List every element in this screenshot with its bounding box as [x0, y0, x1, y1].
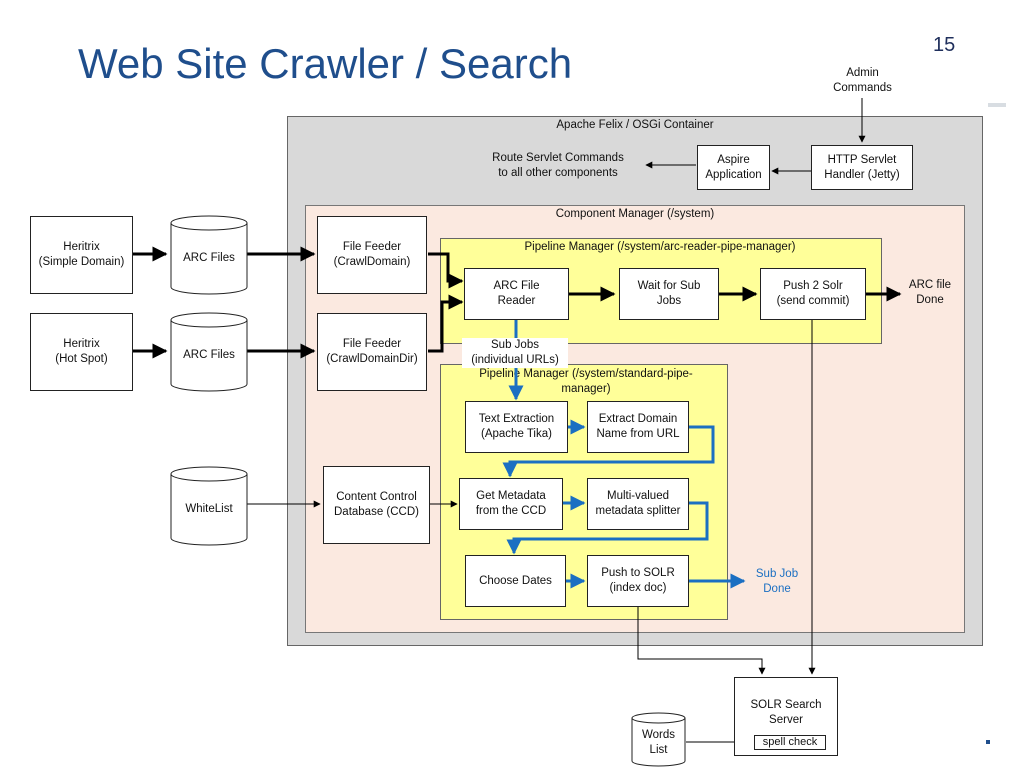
- choose-dates-box: Choose Dates: [465, 555, 566, 607]
- arrow-splitter-to-dates: [506, 501, 709, 555]
- arc-files-cylinder-1: ARC Files: [170, 215, 248, 295]
- wait-for-sub-jobs-box: Wait for Sub Jobs: [619, 268, 719, 320]
- aspire-application-box: Aspire Application: [697, 145, 770, 190]
- arrow-domain-to-metadata: [502, 425, 715, 478]
- standard-pipeline-manager-label: Pipeline Manager (/system/standard-pipe-…: [479, 368, 693, 395]
- whitelist-label: WhiteList: [185, 502, 233, 515]
- slide-title: Web Site Crawler / Search: [78, 40, 573, 87]
- arc-files-cylinder-2: ARC Files: [170, 312, 248, 392]
- push-2-solr-box: Push 2 Solr (send commit): [760, 268, 866, 320]
- http-servlet-handler-box: HTTP Servlet Handler (Jetty): [811, 145, 913, 190]
- arrow-feeder1-to-reader: [428, 252, 464, 289]
- sub-job-done-label: Sub Job Done: [755, 568, 799, 595]
- extract-domain-box: Extract Domain Name from URL: [587, 401, 689, 453]
- file-feeder-crawldomaindir-box: File Feeder (CrawlDomainDir): [317, 313, 427, 391]
- osgi-container-label: Apache Felix / OSGi Container: [556, 119, 714, 131]
- heritrix-simple-domain-box: Heritrix (Simple Domain): [30, 216, 133, 294]
- arrow-push-to-solrserver: [637, 607, 766, 675]
- content-control-database-box: Content Control Database (CCD): [323, 466, 430, 544]
- words-list-cylinder: Words List: [631, 712, 686, 768]
- text-extraction-box: Text Extraction (Apache Tika): [465, 401, 568, 453]
- whitelist-cylinder: WhiteList: [170, 466, 248, 546]
- admin-commands-label: Admin Commands: [833, 67, 892, 94]
- get-metadata-box: Get Metadata from the CCD: [459, 478, 563, 530]
- push-to-solr-box: Push to SOLR (index doc): [587, 555, 689, 607]
- component-manager-label: Component Manager (/system): [555, 208, 715, 220]
- sub-jobs-label: Sub Jobs (individual URLs): [462, 338, 568, 368]
- arc-files-label-1: ARC Files: [183, 251, 235, 264]
- decorative-dot: [986, 740, 990, 744]
- solr-search-server-label: SOLR Search Server: [750, 699, 822, 726]
- route-servlet-label: Route Servlet Commands to all other comp…: [492, 152, 624, 179]
- page-number: 15: [933, 34, 956, 56]
- file-feeder-crawldomain-box: File Feeder (CrawlDomain): [317, 216, 427, 294]
- arc-file-reader-box: ARC File Reader: [464, 268, 569, 320]
- arc-pipeline-manager-label: Pipeline Manager (/system/arc-reader-pip…: [524, 241, 796, 253]
- arc-file-done-label: ARC file Done: [908, 279, 952, 306]
- spell-check-box: spell check: [754, 735, 826, 750]
- decorative-line: [988, 103, 1006, 107]
- arc-files-label-2: ARC Files: [183, 348, 235, 361]
- heritrix-hot-spot-box: Heritrix (Hot Spot): [30, 313, 133, 391]
- multi-valued-splitter-box: Multi-valued metadata splitter: [587, 478, 689, 530]
- words-list-label: Words List: [641, 729, 676, 756]
- arrow-feeder2-to-reader: [428, 294, 464, 353]
